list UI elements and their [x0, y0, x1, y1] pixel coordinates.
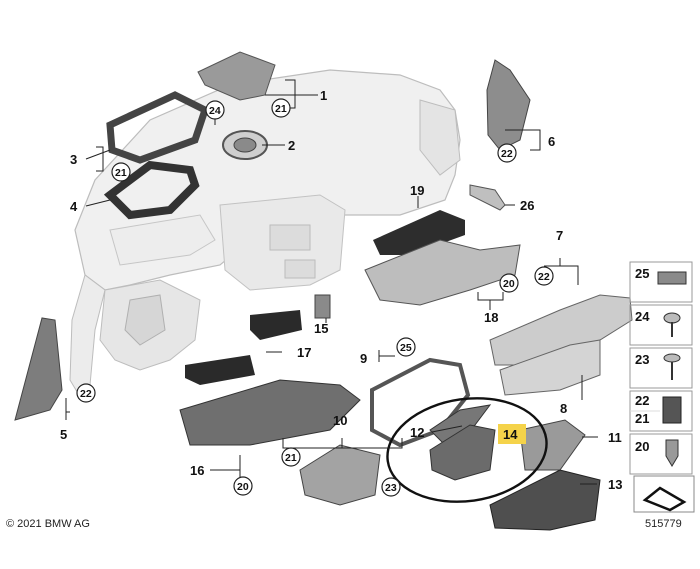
- part-16-bracket: [179, 379, 361, 446]
- clip-25-icon: [657, 271, 687, 285]
- callout-14: 14: [503, 427, 518, 442]
- callout-17: 17: [297, 345, 311, 360]
- circle-22-left: 22: [80, 388, 92, 400]
- callout-12: 12: [410, 425, 424, 440]
- circle-24-top: 24: [209, 105, 221, 117]
- side-label-21: 21: [635, 411, 649, 426]
- part-8-vent: [499, 339, 601, 396]
- callout-13: 13: [608, 477, 622, 492]
- circle-21-left: 21: [115, 167, 127, 179]
- circle-25-mid: 25: [400, 342, 412, 354]
- part-26-bracket: [469, 184, 506, 211]
- clip-22-21-icon: [662, 396, 682, 424]
- part-4-frame: [103, 160, 200, 220]
- callout-1: 1: [320, 88, 327, 103]
- part-7-trim: [489, 294, 633, 366]
- leader-lines: [65, 79, 598, 485]
- circle-20-mid: 20: [503, 278, 515, 290]
- circle-21-bottom: 21: [285, 452, 297, 464]
- callout-8: 8: [560, 401, 567, 416]
- callout-16: 16: [190, 463, 204, 478]
- callout-15: 15: [314, 321, 328, 336]
- part-10-glovebox: [299, 444, 381, 506]
- part-3-frame: [106, 91, 210, 164]
- callout-10: 10: [333, 413, 347, 428]
- screw-24-icon: [663, 312, 681, 324]
- circle-20-bottom: 20: [237, 481, 249, 493]
- part-18-bracket: [364, 239, 521, 306]
- side-label-25: 25: [635, 266, 649, 281]
- callout-6: 6: [548, 134, 555, 149]
- callout-14-highlight: [498, 424, 526, 444]
- side-label-20: 20: [635, 439, 649, 454]
- part-13-cover: [489, 469, 601, 531]
- circled-callouts: 21 24 21 22 22 20 25 22 20 21 23: [76, 98, 554, 497]
- circle-21-top: 21: [275, 103, 287, 115]
- callout-3: 3: [70, 152, 77, 167]
- diagram-number: 515779: [645, 518, 682, 530]
- circle-23-bottom: 23: [385, 482, 397, 494]
- small-parts-panel: 25 24 23 22 21 20: [629, 261, 693, 475]
- plug-20-icon: [665, 439, 679, 467]
- side-label-23: 23: [635, 352, 649, 367]
- key-arrow-box: [633, 475, 695, 513]
- callout-4: 4: [70, 199, 78, 214]
- callout-18: 18: [484, 310, 498, 325]
- side-label-24: 24: [635, 309, 650, 324]
- callout-7: 7: [556, 228, 563, 243]
- circle-22-mid: 22: [538, 271, 550, 283]
- part-9-cluster-trim: [370, 357, 471, 448]
- part-6-side-trim: [486, 59, 531, 151]
- part-15-clip: [314, 294, 331, 319]
- copyright-text: © 2021 BMW AG: [6, 518, 90, 530]
- callout-19: 19: [410, 183, 424, 198]
- side-label-22: 22: [635, 393, 649, 408]
- part-17-trim: [250, 310, 302, 340]
- callout-5: 5: [60, 427, 67, 442]
- part-5-side-panel: [14, 317, 63, 421]
- screw-23-icon: [663, 353, 681, 363]
- callout-2: 2: [288, 138, 295, 153]
- callout-26: 26: [520, 198, 534, 213]
- callout-11: 11: [608, 430, 622, 445]
- callout-9: 9: [360, 351, 367, 366]
- part-11-trim: [519, 419, 586, 471]
- highlight-ellipse: [386, 397, 548, 503]
- part-14-panel: [429, 424, 496, 481]
- dashboard-body: [69, 69, 461, 402]
- circle-22-right: 22: [501, 148, 513, 160]
- part-19-trim: [373, 210, 465, 255]
- part-1-cover: [197, 51, 276, 101]
